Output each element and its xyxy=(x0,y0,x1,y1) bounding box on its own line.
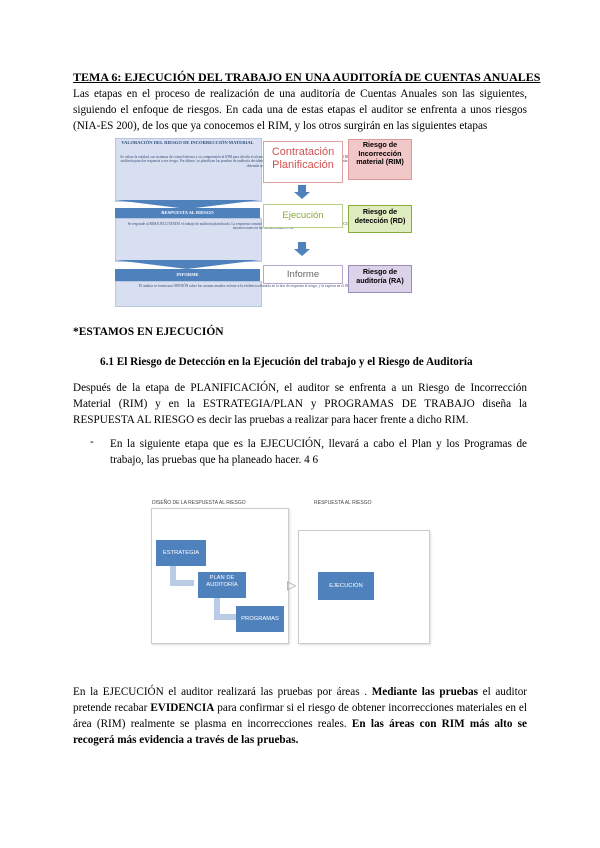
connector-1b xyxy=(170,580,194,586)
arrow-right-icon: ▷ xyxy=(287,578,297,592)
report-block-title: INFORME xyxy=(115,269,260,281)
risk-ra-box: Riesgo de auditoría (RA) xyxy=(348,265,412,293)
valuation-block xyxy=(115,138,262,202)
down-arrow-1 xyxy=(115,200,260,209)
stage-execution: Ejecución xyxy=(263,204,343,228)
box-programas: PROGRAMAS xyxy=(236,606,284,632)
report-block xyxy=(115,281,262,307)
planning-paragraph: Después de la etapa de PLANIFICACIÓN, el… xyxy=(73,382,527,426)
stage-planning: Contratación Planificación xyxy=(263,141,343,183)
page-title: TEMA 6: EJECUCIÓN DEL TRABAJO EN UNA AUD… xyxy=(73,70,541,84)
section-heading: 6.1 El Riesgo de Detección en la Ejecuci… xyxy=(100,356,473,368)
stage-report: Informe xyxy=(263,265,343,284)
para4-part-e: para confirmar si el riesgo de obtener i… xyxy=(73,702,527,730)
risk-rd-box: Riesgo de detección (RD) xyxy=(348,205,412,233)
para4-part-b: Mediante las pruebas xyxy=(371,686,478,698)
para4-part-f: En las áreas con RIM más alto se recoger… xyxy=(73,718,528,746)
intro-paragraph: Las etapas en el proceso de realización … xyxy=(73,88,527,132)
response-block xyxy=(115,218,262,262)
para4-part-d: EVIDENCIA xyxy=(150,702,215,714)
audit-stages-figure: VALORACIÓN DEL RIESGO DE INCORRECCIÓN MA… xyxy=(115,138,412,308)
box-plan-auditoria: PLAN DE AUDITORÍA xyxy=(198,572,246,598)
connector-2b xyxy=(214,614,236,620)
para4-part-a: En la EJECUCIÓN el auditor realizará las… xyxy=(73,686,372,698)
box-ejecucion: EJECUCIÓN xyxy=(318,572,374,600)
report-block-text: El auditor se forma una OPINIÓN sobre la… xyxy=(138,284,389,288)
connector-2 xyxy=(214,598,220,620)
down-arrow-stage-2 xyxy=(294,242,310,256)
response-block-title: RESPUESTA AL RIESGO xyxy=(115,208,260,218)
design-response-title: DISEÑO DE LA RESPUESTA AL RIESGO xyxy=(152,500,246,506)
connector-1 xyxy=(170,566,176,586)
down-arrow-2 xyxy=(115,260,260,269)
para4-part-c: el auditor pretende recabar xyxy=(73,686,528,714)
valuation-block-title: VALORACIÓN DEL RIESGO DE INCORRECCIÓN MA… xyxy=(121,140,254,145)
response-title: RESPUESTA AL RIESGO xyxy=(314,500,372,506)
heading-estamos: *ESTAMOS EN EJECUCIÓN xyxy=(73,326,224,338)
down-arrow-stage-1 xyxy=(294,185,310,199)
response-design-figure: DISEÑO DE LA RESPUESTA AL RIESGO RESPUES… xyxy=(148,490,432,646)
box-estrategia: ESTRATEGIA xyxy=(156,540,206,566)
execution-paragraph: En la EJECUCIÓN el auditor realizará las… xyxy=(73,684,527,748)
risk-rim-box: Riesgo de Incorrección material (RIM) xyxy=(348,139,412,180)
bullet-marker: - xyxy=(90,436,94,448)
bullet-execution: En la siguiente etapa que es la EJECUCIÓ… xyxy=(110,438,527,466)
